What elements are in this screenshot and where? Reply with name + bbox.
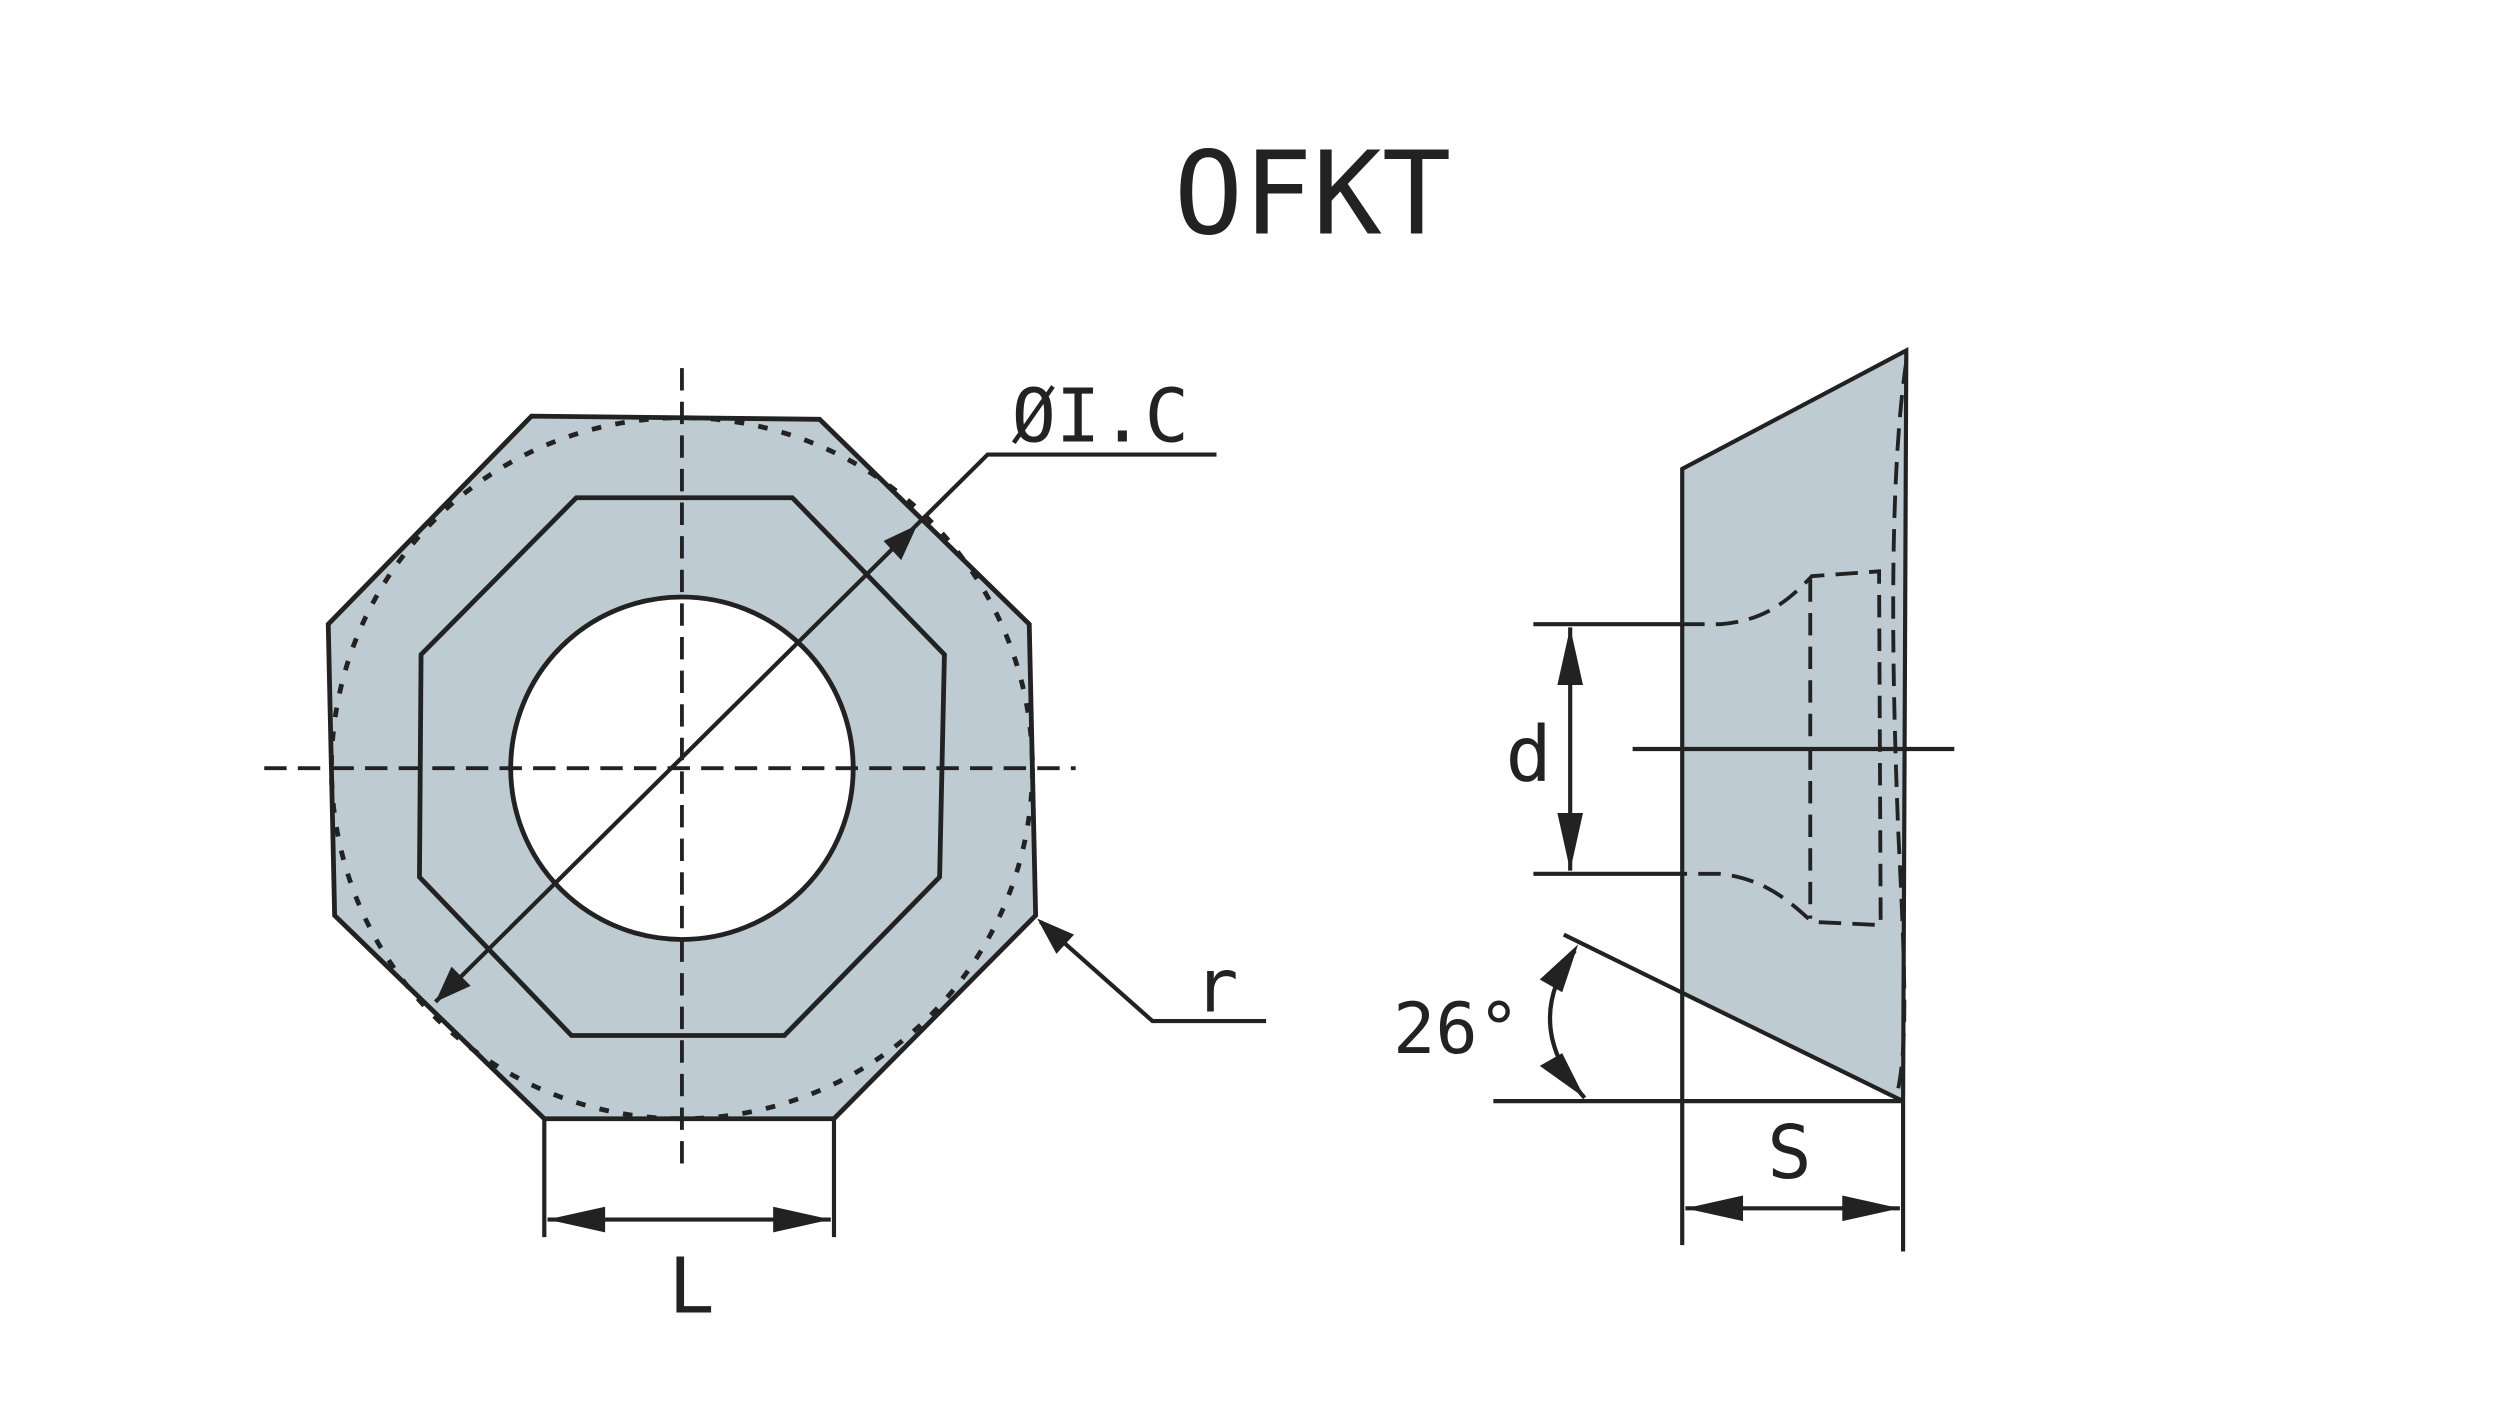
insert-side-view: d 26° S — [1393, 347, 1955, 1252]
arrowhead-icon — [773, 1206, 831, 1233]
inner-octagon — [417, 495, 947, 1038]
arrowhead-icon — [1685, 1195, 1744, 1222]
rake-face-line — [1562, 932, 1905, 1103]
arrowhead-icon — [1539, 944, 1579, 993]
arrowhead-icon — [1557, 627, 1583, 685]
d-label: d — [1505, 711, 1551, 800]
arrowhead-icon — [1557, 813, 1583, 871]
radius-label: r — [1194, 944, 1238, 1029]
arrowhead-icon — [1539, 1053, 1585, 1098]
radius-leader — [1039, 920, 1267, 1024]
angle-label: 26° — [1393, 988, 1520, 1070]
diameter-leader — [434, 452, 1217, 1004]
title: OFKT — [1174, 128, 1451, 262]
arrowhead-icon — [547, 1206, 606, 1233]
side-outline — [1680, 347, 1909, 1246]
length-label: L — [668, 1242, 714, 1331]
arrowhead-icon — [1037, 918, 1075, 954]
thickness-label: S — [1767, 1111, 1811, 1196]
side-profile — [1682, 350, 1907, 1102]
arrowhead-icon — [435, 966, 471, 1002]
insert-top-view: ØI.C r L — [264, 368, 1267, 1331]
arrowhead-icon — [883, 524, 918, 561]
diameter-label: ØI.C — [1012, 375, 1189, 460]
hidden-edge — [1891, 361, 1909, 1089]
arrowhead-icon — [1842, 1195, 1900, 1222]
